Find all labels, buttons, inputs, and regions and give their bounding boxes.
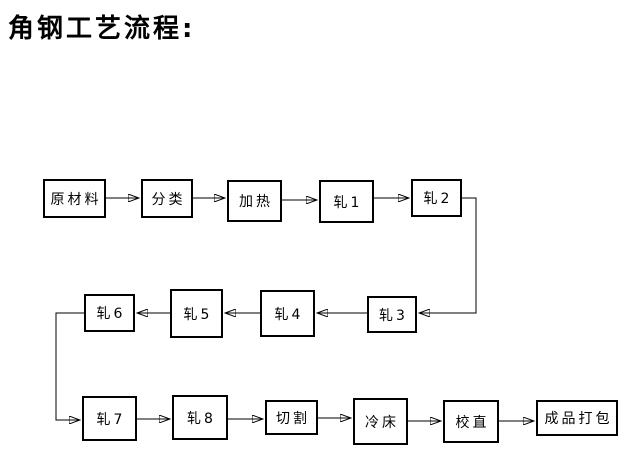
flow-node-label: 轧1 [333,194,363,211]
flow-connector-arrow [420,197,477,313]
flow-node-label: 轧7 [96,411,126,428]
flow-node-label: 切割 [276,410,310,427]
flow-node-label: 分类 [151,191,186,208]
flow-node-roll-8: 轧8 [172,395,228,440]
flow-node-packing: 成品打包 [536,400,618,436]
flow-node-raw-material: 原材料 [43,179,106,218]
flow-node-cooling-bed: 冷床 [353,398,408,445]
flow-node-label: 原材料 [50,191,102,208]
page-title: 角钢工艺流程: [8,14,196,44]
flow-node-label: 轧5 [183,306,213,323]
flow-node-roll-5: 轧5 [170,289,223,338]
flow-node-label: 加热 [239,194,273,210]
flow-node-label: 轧4 [274,306,304,323]
flow-node-roll-7: 轧7 [82,396,137,441]
flow-node-heating: 加热 [227,180,282,222]
flow-node-straightening: 校直 [443,400,499,443]
flow-node-label: 冷床 [365,414,399,431]
flow-node-label: 轧3 [379,307,408,324]
flow-node-label: 轧2 [423,191,453,207]
flow-node-roll-4: 轧4 [260,290,315,337]
flow-node-label: 校直 [455,414,490,431]
flow-node-label: 轧8 [187,410,216,427]
flow-node-roll-3: 轧3 [367,296,417,333]
flow-node-label: 成品打包 [544,411,613,427]
flow-node-roll-6: 轧6 [84,294,135,332]
flow-connector-arrow [55,312,84,420]
flow-node-roll-2: 轧2 [411,179,462,217]
flow-node-sorting: 分类 [141,179,193,218]
flow-node-roll-1: 轧1 [319,180,374,223]
flow-node-cutting: 切割 [265,400,318,435]
flow-node-label: 轧6 [96,306,126,322]
